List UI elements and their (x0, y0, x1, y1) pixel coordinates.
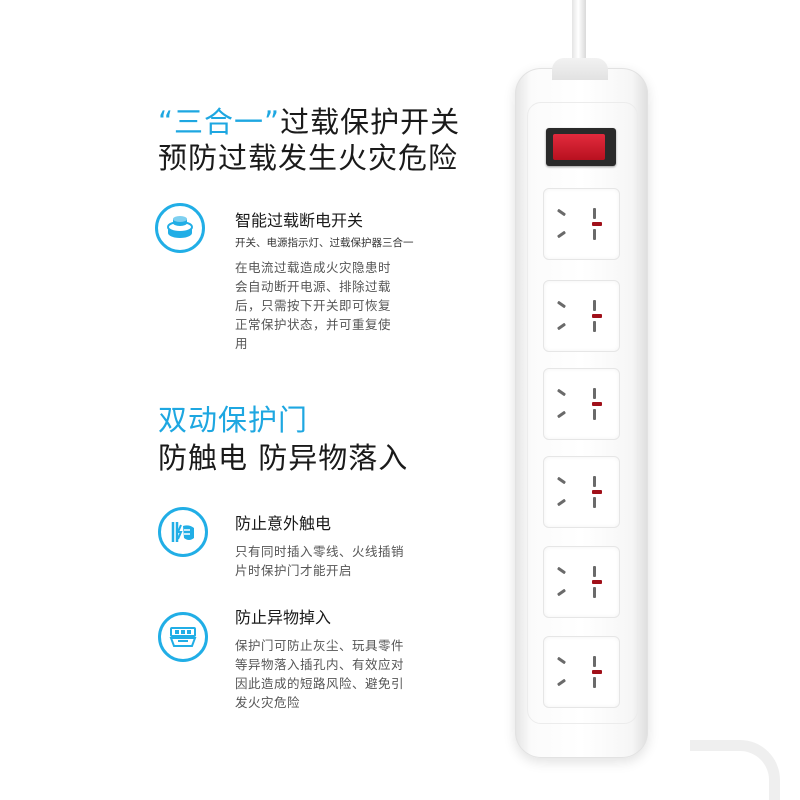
feature-overload-title: 智能过载断电开关 (235, 211, 364, 230)
feature-overload-body: 在电流过载造成火灾隐患时 会自动断开电源、排除过载 后，只需按下开关即可恢复 正… (235, 260, 392, 351)
feature-foreign-body: 保护门可防止灰尘、玩具零件 等异物落入插孔内、有效应对 因此造成的短路风险、避免… (235, 638, 405, 710)
feature-foreign-title: 防止异物掉入 (235, 608, 332, 627)
headline-overload-subtitle: 预防过载发生火灾危险 (158, 141, 459, 175)
shock-protection-icon (158, 507, 208, 557)
power-cord (572, 0, 586, 70)
feature-shock-body: 只有同时插入零线、火线插销 片时保护门才能开启 (235, 544, 405, 578)
socket-3 (543, 368, 620, 440)
headline-double-shutter: 双动保护门 (158, 403, 309, 437)
switch-rocker (553, 134, 605, 160)
socket-2 (543, 280, 620, 352)
socket-6 (543, 636, 620, 708)
power-cord-bottom (690, 740, 780, 800)
headline-double-shutter-subtitle: 防触电 防异物落入 (158, 441, 409, 475)
feature-shock-title: 防止意外触电 (235, 514, 332, 533)
strip-panel (527, 102, 638, 724)
socket-5 (543, 546, 620, 618)
shutter-door-icon (158, 612, 208, 662)
headline-highlight: 三合一 (174, 105, 265, 139)
overload-switch (546, 128, 616, 166)
button-press-icon (155, 203, 205, 253)
cord-collar (552, 58, 608, 80)
headline-overload-switch: “三合一”过载保护开关 (158, 105, 461, 139)
feature-overload-subtitle: 开关、电源指示灯、过载保护器三合一 (235, 237, 414, 249)
socket-4 (543, 456, 620, 528)
socket-1 (543, 188, 620, 260)
